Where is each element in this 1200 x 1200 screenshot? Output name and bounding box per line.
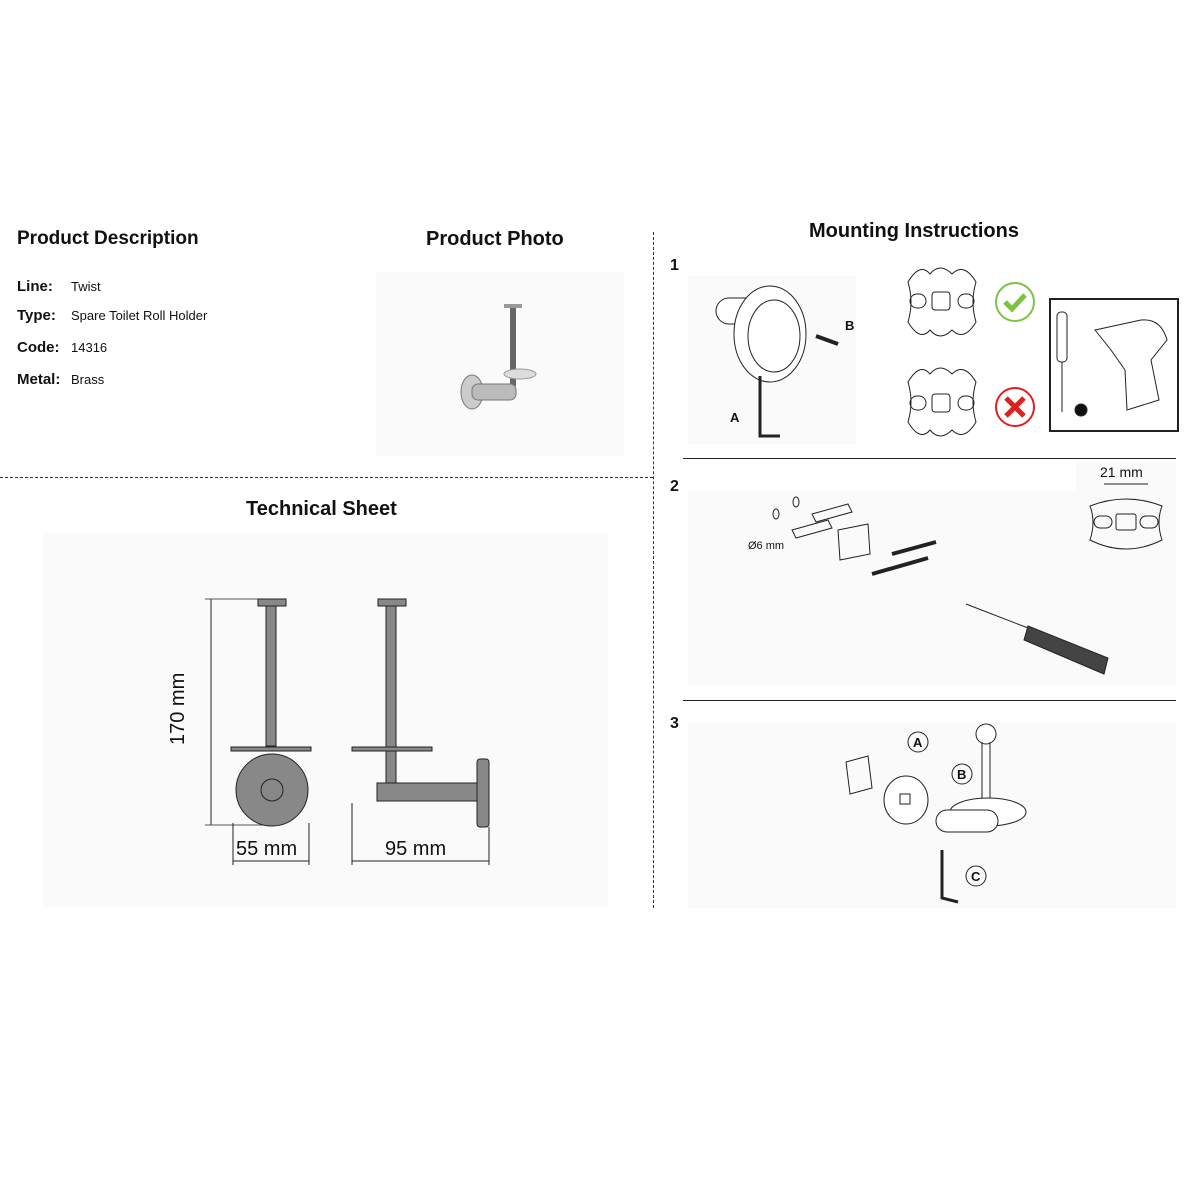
vertical-divider: [653, 232, 654, 908]
technical-title: Technical Sheet: [246, 498, 397, 520]
label-b: B: [957, 767, 967, 782]
step-divider: [683, 700, 1176, 701]
spacing-dimension: 21 mm: [1100, 464, 1143, 480]
step-2-number: 2: [670, 478, 679, 495]
step-3-illustration: A B C: [688, 722, 1176, 908]
product-photo: [376, 272, 624, 456]
height-dimension: 170 mm: [167, 672, 189, 745]
mounting-title: Mounting Instructions: [809, 220, 1019, 242]
label-a: A: [913, 735, 923, 750]
field-metal: Metal: Brass: [17, 371, 207, 403]
field-label: Type:: [17, 307, 56, 324]
technical-diagram: [205, 598, 490, 865]
field-code: Code: 14316: [17, 339, 207, 371]
bracket-orientation-diagrams: [907, 267, 977, 437]
field-value: Brass: [71, 372, 105, 387]
field-label: Line:: [17, 278, 53, 295]
step-3-number: 3: [670, 715, 679, 732]
spacing-diagram: 21 mm: [1076, 462, 1176, 560]
correct-icon: [995, 282, 1035, 427]
label-a: A: [730, 410, 740, 425]
field-value: Spare Toilet Roll Holder: [71, 308, 208, 323]
technical-drawing: 170 mm 55 mm 95 mm: [43, 533, 608, 907]
tools-box: [1049, 298, 1179, 432]
field-label: Code:: [17, 339, 60, 356]
step-1-illustration: A B: [688, 276, 856, 444]
bracket-spacing-icon: [1089, 483, 1163, 550]
field-label: Metal:: [17, 371, 61, 388]
description-title: Product Description: [17, 228, 199, 249]
step-1-number: 1: [670, 257, 679, 274]
horizontal-divider: [0, 477, 653, 478]
drill-diameter: Ø6 mm: [748, 540, 785, 552]
field-value: 14316: [71, 340, 108, 355]
field-value: Twist: [71, 279, 101, 294]
product-image: [460, 304, 537, 410]
backplate-diagram: [715, 285, 839, 438]
wrong-icon: [995, 387, 1035, 427]
description-fields: Line: Twist Type: Spare Toilet Roll Holder…: [17, 278, 207, 403]
screwdriver-drill-icon: [1056, 311, 1168, 417]
width-dimension: 55 mm: [236, 838, 298, 860]
final-assembly-diagram: [845, 723, 1027, 904]
photo-title: Product Photo: [426, 228, 564, 250]
label-b: B: [845, 318, 855, 333]
field-line: Line: Twist: [17, 278, 207, 307]
field-type: Type: Spare Toilet Roll Holder: [17, 307, 207, 339]
label-c: C: [971, 869, 981, 884]
depth-dimension: 95 mm: [385, 838, 447, 860]
step-divider: [683, 458, 1176, 459]
wall-plug-screw-diagram: [772, 496, 1109, 675]
